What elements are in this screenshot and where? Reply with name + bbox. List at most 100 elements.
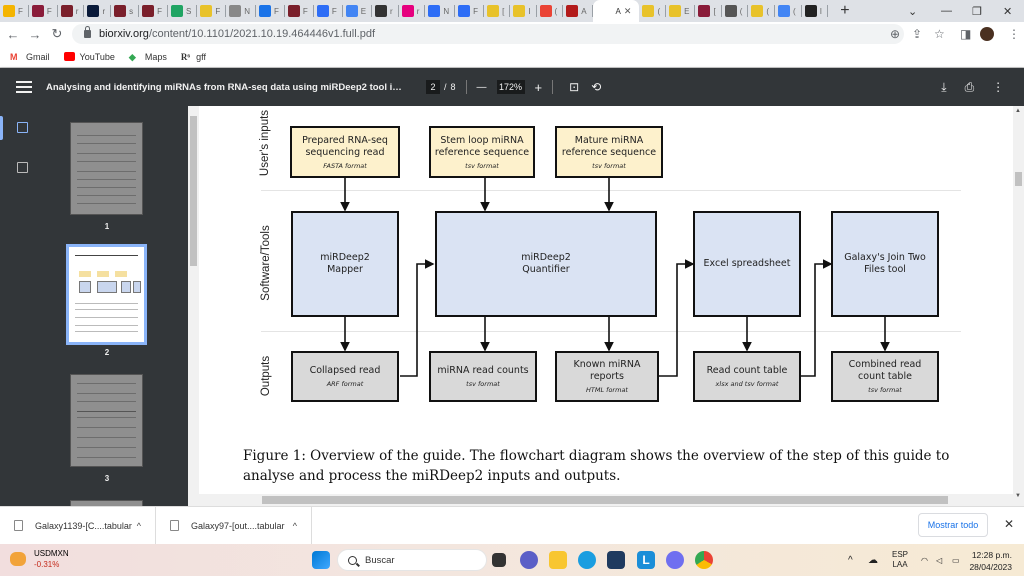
browser-tab[interactable]: ( — [748, 0, 776, 22]
chrome-menu-icon[interactable]: ⋮ — [1008, 27, 1020, 41]
browser-tab[interactable]: F — [455, 0, 485, 22]
b-icon — [287, 5, 300, 17]
app-icon[interactable] — [666, 551, 684, 569]
back-button[interactable]: ← — [6, 26, 20, 42]
zoom-out-button[interactable]: — — [476, 81, 487, 93]
browser-tab[interactable]: N — [226, 0, 257, 22]
browser-tab[interactable]: [ — [484, 0, 511, 22]
maximize-button[interactable]: ❐ — [972, 5, 982, 18]
teams-icon[interactable] — [520, 551, 538, 569]
page-thumbnail-2[interactable] — [66, 244, 147, 345]
box-title: Mature miRNA reference sequence — [561, 134, 657, 158]
wifi-icon[interactable]: ◠ — [921, 555, 928, 565]
browser-tab[interactable]: I — [802, 0, 828, 22]
browser-tab[interactable]: F — [256, 0, 285, 22]
rotate-icon[interactable]: ⟲ — [591, 80, 602, 94]
tab-search-icon[interactable]: ⌄ — [908, 5, 918, 18]
browser-tab[interactable]: F — [285, 0, 314, 22]
browser-tab[interactable]: r — [58, 0, 85, 22]
document-scrollbar[interactable]: ▲ ▼ — [1013, 106, 1024, 506]
zoom-icon[interactable]: ⊕ — [890, 27, 901, 41]
browser-tab[interactable]: [ — [695, 0, 722, 22]
print-icon[interactable]: ⎙ — [964, 79, 975, 94]
tray-chevron-icon[interactable]: ^ — [848, 554, 853, 566]
close-icon[interactable]: ✕ — [1003, 517, 1014, 531]
tab-label: ( — [793, 6, 796, 16]
browser-tab[interactable]: I — [510, 0, 537, 22]
edge-icon[interactable] — [578, 551, 596, 569]
clock[interactable]: 12:28 p.m.28/04/2023 — [969, 549, 1012, 573]
chrome-icon[interactable] — [695, 551, 713, 569]
browser-tab[interactable]: A✕ — [592, 0, 640, 22]
lines-icon — [724, 5, 737, 17]
input-box-rnaseq: Prepared RNA-seq sequencing read FASTA f… — [290, 126, 400, 178]
download-icon[interactable]: ⤓ — [941, 79, 947, 94]
ticker-widget[interactable]: USDMXN-0.31% — [10, 548, 69, 570]
more-options-icon[interactable]: ⋮ — [992, 80, 1005, 94]
l-app-icon[interactable]: L — [637, 551, 655, 569]
side-panel-icon[interactable]: ◨ — [960, 27, 972, 41]
chevron-up-icon[interactable]: ^ — [136, 520, 141, 531]
browser-tab[interactable]: ( — [722, 0, 749, 22]
thumbnails-view-icon[interactable] — [17, 122, 28, 133]
page-thumbnail-3[interactable] — [70, 374, 143, 467]
zoom-level-input[interactable]: 172% — [496, 80, 525, 94]
browser-tab[interactable]: F — [139, 0, 169, 22]
reload-button[interactable]: ↻ — [51, 26, 63, 41]
browser-tab[interactable]: r — [399, 0, 426, 22]
minimize-button[interactable]: — — [941, 5, 952, 17]
horizontal-scrollbar[interactable] — [199, 494, 1013, 506]
browser-tab[interactable]: ( — [775, 0, 802, 22]
fit-page-icon[interactable]: ⊡ — [569, 80, 580, 94]
address-bar[interactable]: biorxiv.org/content/10.1101/2021.10.19.4… — [72, 24, 904, 44]
page-thumbnail-1[interactable] — [70, 122, 143, 215]
browser-tab[interactable]: F — [314, 0, 343, 22]
show-all-button[interactable]: Mostrar todo — [918, 513, 988, 537]
box-title: Collapsed read — [309, 365, 381, 376]
cloud-icon[interactable]: ☁ — [868, 554, 878, 566]
menu-icon[interactable] — [16, 81, 32, 93]
browser-tab[interactable]: E — [666, 0, 696, 22]
file-explorer-icon[interactable] — [549, 551, 567, 569]
browser-tab[interactable]: F — [197, 0, 227, 22]
start-icon[interactable] — [312, 551, 330, 569]
browser-tab[interactable]: ( — [537, 0, 564, 22]
browser-tab[interactable]: S — [168, 0, 198, 22]
sidebar-scrollbar[interactable] — [188, 106, 199, 506]
store-icon[interactable] — [607, 551, 625, 569]
bookmark-star-icon[interactable]: ☆ — [934, 27, 945, 41]
browser-tab[interactable]: ( — [639, 0, 667, 22]
chevron-up-icon[interactable]: ^ — [292, 520, 297, 531]
browser-tab[interactable]: N — [425, 0, 456, 22]
avatar[interactable] — [980, 22, 994, 46]
outline-view-icon[interactable] — [17, 162, 28, 173]
bookmark-maps[interactable]: ◆Maps — [129, 52, 167, 63]
task-view-icon[interactable] — [492, 553, 506, 567]
forward-button[interactable]: → — [28, 26, 42, 42]
browser-tab[interactable]: F — [29, 0, 58, 22]
close-tab-icon[interactable]: ✕ — [623, 5, 632, 16]
zoom-in-button[interactable]: + — [534, 79, 543, 95]
browser-tab[interactable]: r — [372, 0, 399, 22]
download-item[interactable]: Galaxy97-[out....tabular ^ — [156, 506, 312, 545]
search-input[interactable]: Buscar — [337, 549, 487, 571]
bookmark-youtube[interactable]: YouTube — [63, 52, 115, 62]
browser-tab[interactable]: A — [563, 0, 593, 22]
bookmark-label: gff — [196, 51, 206, 62]
close-window-button[interactable]: ✕ — [1003, 5, 1013, 18]
new-tab-button[interactable]: + — [840, 2, 850, 19]
tool-box-excel: Excel spreadsheet — [693, 211, 801, 317]
browser-tab[interactable]: E — [343, 0, 373, 22]
page-number-input[interactable]: 2 — [426, 80, 440, 94]
volume-icon[interactable]: ◁ — [936, 555, 943, 565]
browser-tab[interactable]: r — [84, 0, 112, 22]
share-icon[interactable]: ⇪ — [912, 27, 923, 41]
ticker-icon — [10, 552, 26, 566]
browser-tab[interactable]: F — [0, 0, 29, 22]
battery-icon[interactable]: ▭ — [952, 555, 960, 565]
browser-tab[interactable]: s — [111, 0, 140, 22]
download-item[interactable]: Galaxy1139-[C....tabular ^ — [0, 506, 156, 545]
